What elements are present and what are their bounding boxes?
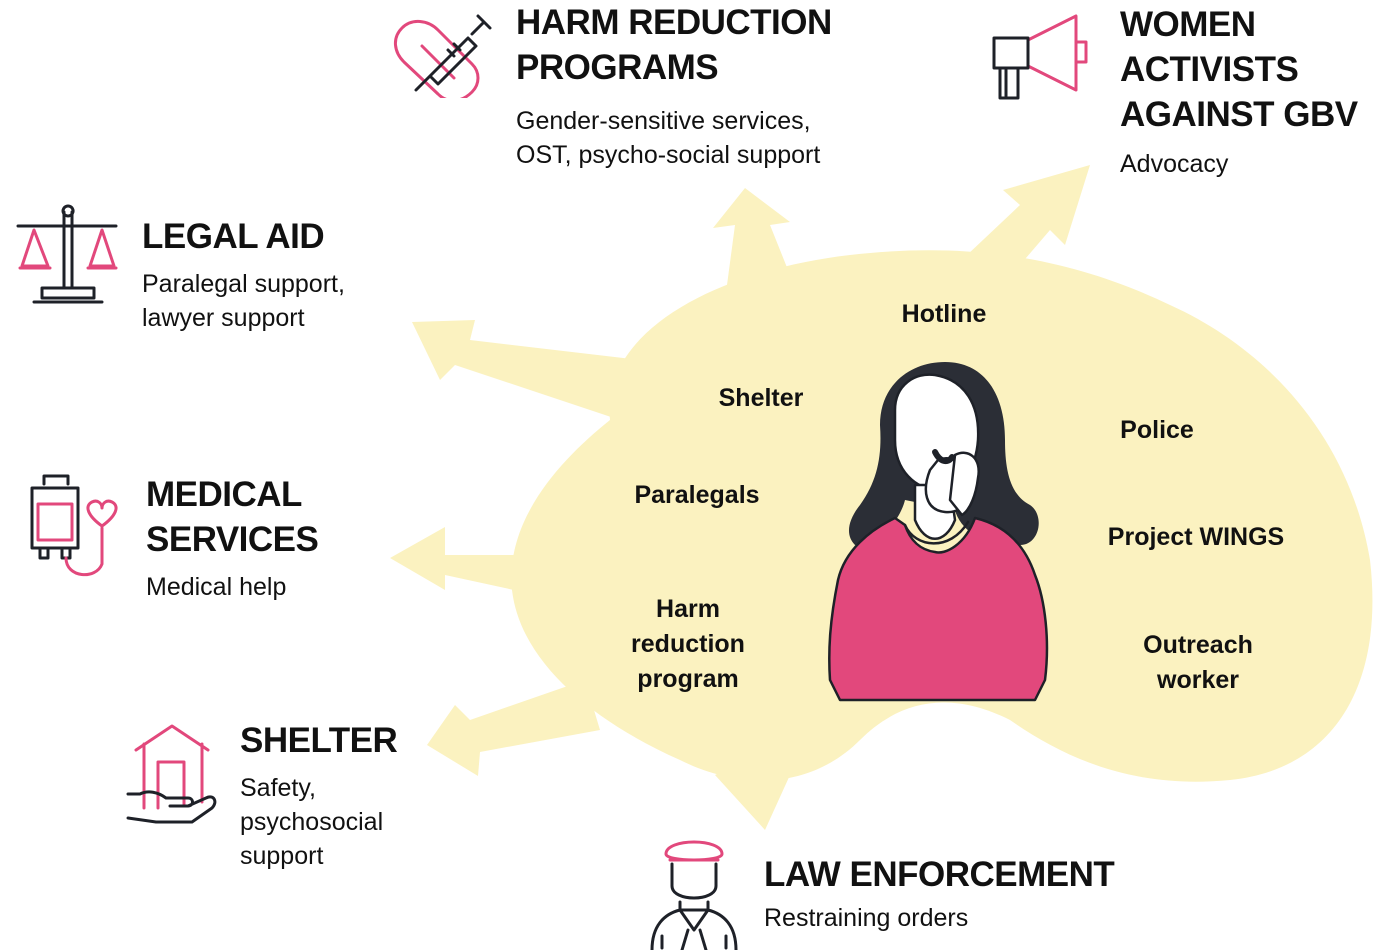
medical-desc: Medical help (146, 573, 287, 601)
women-activists-title: WOMEN ACTIVISTS AGAINST GBV (1120, 5, 1358, 134)
shelter-desc: Safety, psychosocial support (240, 774, 384, 870)
legal-aid-desc: Paralegal support, lawyer support (142, 270, 345, 332)
sweater (828, 516, 1049, 702)
arrow-to-medical (390, 527, 560, 600)
syringe-bandage-icon (394, 14, 492, 98)
house-hand-icon (126, 724, 217, 824)
law-enforcement-desc: Restraining orders (764, 904, 969, 932)
node-project-wings: Project WINGS (1107, 523, 1285, 551)
arrow-to-legal-aid (412, 320, 640, 420)
shelter-title: SHELTER (240, 721, 398, 760)
node-police: Police (1120, 416, 1194, 444)
harm-reduction-title: HARM REDUCTION PROGRAMS (516, 3, 832, 87)
women-activists-service: WOMEN ACTIVISTS AGAINST GBV Advocacy (1120, 2, 1358, 181)
law-enforcement-service: LAW ENFORCEMENT Restraining orders (764, 852, 1115, 935)
law-enforcement-title: LAW ENFORCEMENT (764, 855, 1115, 894)
medical-title: MEDICAL SERVICES (146, 475, 319, 559)
collar (903, 520, 970, 545)
node-harm-reduction-program: Harm reduction program (631, 595, 745, 693)
megaphone-icon (992, 14, 1088, 100)
scales-icon (16, 204, 118, 304)
harm-reduction-desc: Gender-sensitive services, OST, psycho-s… (516, 107, 821, 169)
medical-service: MEDICAL SERVICES Medical help (146, 472, 319, 604)
arrow-to-harm-reduction (713, 188, 800, 300)
node-outreach-worker: Outreach worker (1143, 631, 1253, 694)
node-shelter: Shelter (718, 384, 804, 412)
harm-reduction-service: HARM REDUCTION PROGRAMS Gender-sensitive… (516, 0, 832, 172)
right-hand (948, 451, 980, 517)
arrow-to-women-activists (930, 165, 1090, 300)
arrow-to-shelter (427, 680, 600, 776)
distressed-woman-illustration (828, 362, 1049, 702)
node-hotline: Hotline (901, 300, 987, 328)
node-paralegals: Paralegals (634, 481, 760, 509)
women-activists-desc: Advocacy (1120, 150, 1229, 178)
mouth (932, 449, 955, 465)
police-officer-icon (650, 840, 738, 950)
iv-bag-heart-icon (30, 474, 118, 577)
shelter-service: SHELTER Safety, psychosocial support (240, 718, 398, 873)
arrow-to-law-enforcement (705, 720, 790, 830)
legal-aid-title: LEGAL AID (142, 217, 325, 256)
legal-aid-service: LEGAL AID Paralegal support, lawyer supp… (142, 214, 345, 335)
